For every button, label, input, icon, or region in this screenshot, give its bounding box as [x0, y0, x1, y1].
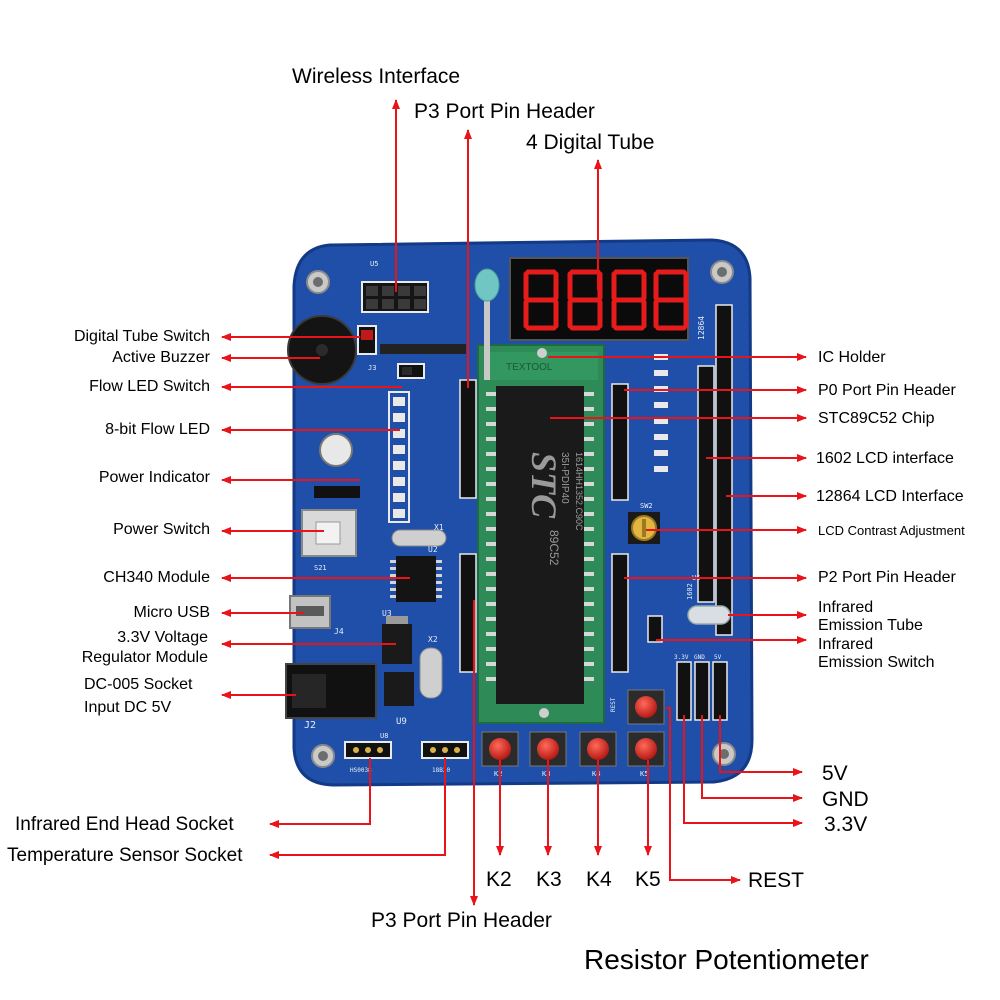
label-lcd-contrast: LCD Contrast Adjustment [818, 523, 965, 538]
board-text-j3: J3 [368, 364, 376, 372]
crystal-x1: X1 [391, 523, 447, 547]
board-text-18b20: 18B20 [432, 767, 450, 774]
label-ir-tube-line2: Emission Tube [818, 617, 923, 634]
label-k2: K2 [486, 868, 512, 891]
label-digital-tube-switch: Digital Tube Switch [73, 328, 210, 345]
label-ch340: CH340 Module [103, 569, 210, 586]
label-flow-led: 8-bit Flow LED [105, 421, 210, 438]
label-micro-usb: Micro USB [133, 604, 210, 621]
label-k4: K4 [586, 868, 612, 891]
label-ir-switch-line2: Emission Switch [818, 654, 935, 671]
label-active-buzzer: Active Buzzer [112, 349, 210, 366]
mounting-hole [306, 270, 330, 294]
board-text-33v: 3.3V [674, 654, 689, 661]
board-text-textool: TEXTOOL [506, 362, 553, 373]
board-text-u3: U3 [382, 609, 392, 618]
stc89c52-chip: STC 89C52 35I-PDIP40 1614HH1352.C90C [486, 386, 594, 704]
board-text-u8: U8 [380, 732, 388, 740]
wireless-interface-header: U5 [361, 260, 429, 313]
board-text-chip-pkg: 35I-PDIP40 [559, 452, 570, 504]
board-text-u9: U9 [396, 717, 407, 727]
flow-led-array [388, 391, 410, 523]
mounting-hole [311, 744, 335, 768]
label-lcd12864: 12864 LCD Interface [816, 488, 964, 505]
label-temp-sensor-socket: Temperature Sensor Socket [7, 845, 243, 866]
mounting-hole [712, 742, 736, 766]
mounting-hole [710, 260, 734, 284]
board-text-chip-logo: STC [524, 452, 564, 519]
board-text-gnd: GND [694, 654, 705, 661]
dc-005-socket: J2 [285, 663, 377, 731]
transistor-row [380, 344, 466, 354]
board-text-j4: J4 [334, 627, 344, 636]
label-resistor-potentiometer: Resistor Potentiometer [584, 944, 869, 975]
label-p3-header-bottom: P3 Port Pin Header [371, 909, 552, 932]
ic-u9: U9 [384, 672, 414, 727]
label-ir-tube-line1: Infrared [818, 599, 874, 616]
power-indicator [314, 433, 360, 498]
active-buzzer [287, 315, 357, 385]
board-text-k5: K5 [640, 770, 648, 778]
label-flow-led-switch: Flow LED Switch [89, 378, 210, 395]
power-pin-headers: 3.3V GND 5V [674, 654, 728, 721]
flow-led-switch [397, 363, 425, 379]
callout-arrows [221, 99, 807, 906]
label-regulator-line1: 3.3V Voltage [117, 629, 208, 646]
board-text-u2: U2 [428, 545, 438, 554]
label-wireless-interface: Wireless Interface [292, 65, 461, 88]
label-k3: K3 [536, 868, 562, 891]
label-dc-socket-line1: DC-005 Socket [84, 676, 193, 693]
board-text-k2: K2 [494, 770, 502, 778]
board-text-12864: 12864 [697, 316, 706, 340]
label-5v: 5V [822, 762, 848, 785]
p2-pin-header [611, 553, 629, 673]
ir-head-socket: HS0038 U8 [344, 732, 392, 774]
button-rest: REST [610, 689, 665, 725]
label-stc-chip: STC89C52 Chip [818, 410, 935, 427]
board-text-s21: S21 [314, 564, 327, 572]
power-switch: S21 [301, 509, 357, 572]
board-text-x2: X2 [428, 635, 438, 644]
label-power-switch: Power Switch [113, 521, 210, 538]
infrared-emission-tube [687, 605, 731, 625]
label-lcd1602: 1602 LCD interface [816, 450, 954, 467]
label-p0-header: P0 Port Pin Header [818, 382, 956, 399]
board-text-k4: K4 [592, 770, 600, 778]
board-text-1602: 1602 [686, 583, 694, 600]
label-digital-tube: 4 Digital Tube [526, 131, 655, 154]
button-k5: K5 [627, 731, 665, 778]
p0-pin-header [611, 383, 629, 501]
label-p2-header: P2 Port Pin Header [818, 569, 956, 586]
label-ir-switch-line1: Infrared [818, 636, 874, 653]
board-text-rest: REST [610, 697, 617, 712]
voltage-regulator: U3 [382, 609, 412, 664]
label-p3-header-top: P3 Port Pin Header [414, 100, 595, 123]
label-regulator-line2: Regulator Module [81, 649, 208, 666]
board-text-sw2: SW2 [640, 502, 653, 510]
board-text-chip-code: 1614HH1352.C90C [574, 452, 584, 531]
infrared-emission-switch [647, 615, 663, 643]
board-text-k3: K3 [542, 770, 550, 778]
board-text-chip-model: 89C52 [547, 530, 561, 566]
label-dc-socket-line2: Input DC 5V [84, 699, 172, 716]
lcd-contrast-potentiometer: SW2 [628, 502, 660, 544]
label-rest: REST [748, 869, 805, 892]
label-33v: 3.3V [824, 813, 868, 836]
label-ir-head-socket: Infrared End Head Socket [15, 814, 234, 835]
board-text-5v: 5V [714, 654, 722, 661]
label-k5: K5 [635, 868, 661, 891]
board-text-hs0038: HS0038 [350, 767, 372, 774]
board-text-x1: X1 [434, 523, 444, 532]
digital-tube-switch: J3 [357, 325, 377, 372]
board-text-j2: J2 [304, 720, 316, 731]
lcd12864-header: 12864 [697, 304, 733, 636]
p3-pin-header [459, 379, 477, 673]
board-text-u5: U5 [370, 260, 378, 268]
crystal-x2: X2 [419, 635, 443, 699]
button-k4: K4 [579, 731, 617, 778]
label-gnd: GND [822, 788, 869, 811]
label-power-indicator: Power Indicator [98, 469, 210, 486]
label-ic-holder: IC Holder [818, 349, 886, 366]
